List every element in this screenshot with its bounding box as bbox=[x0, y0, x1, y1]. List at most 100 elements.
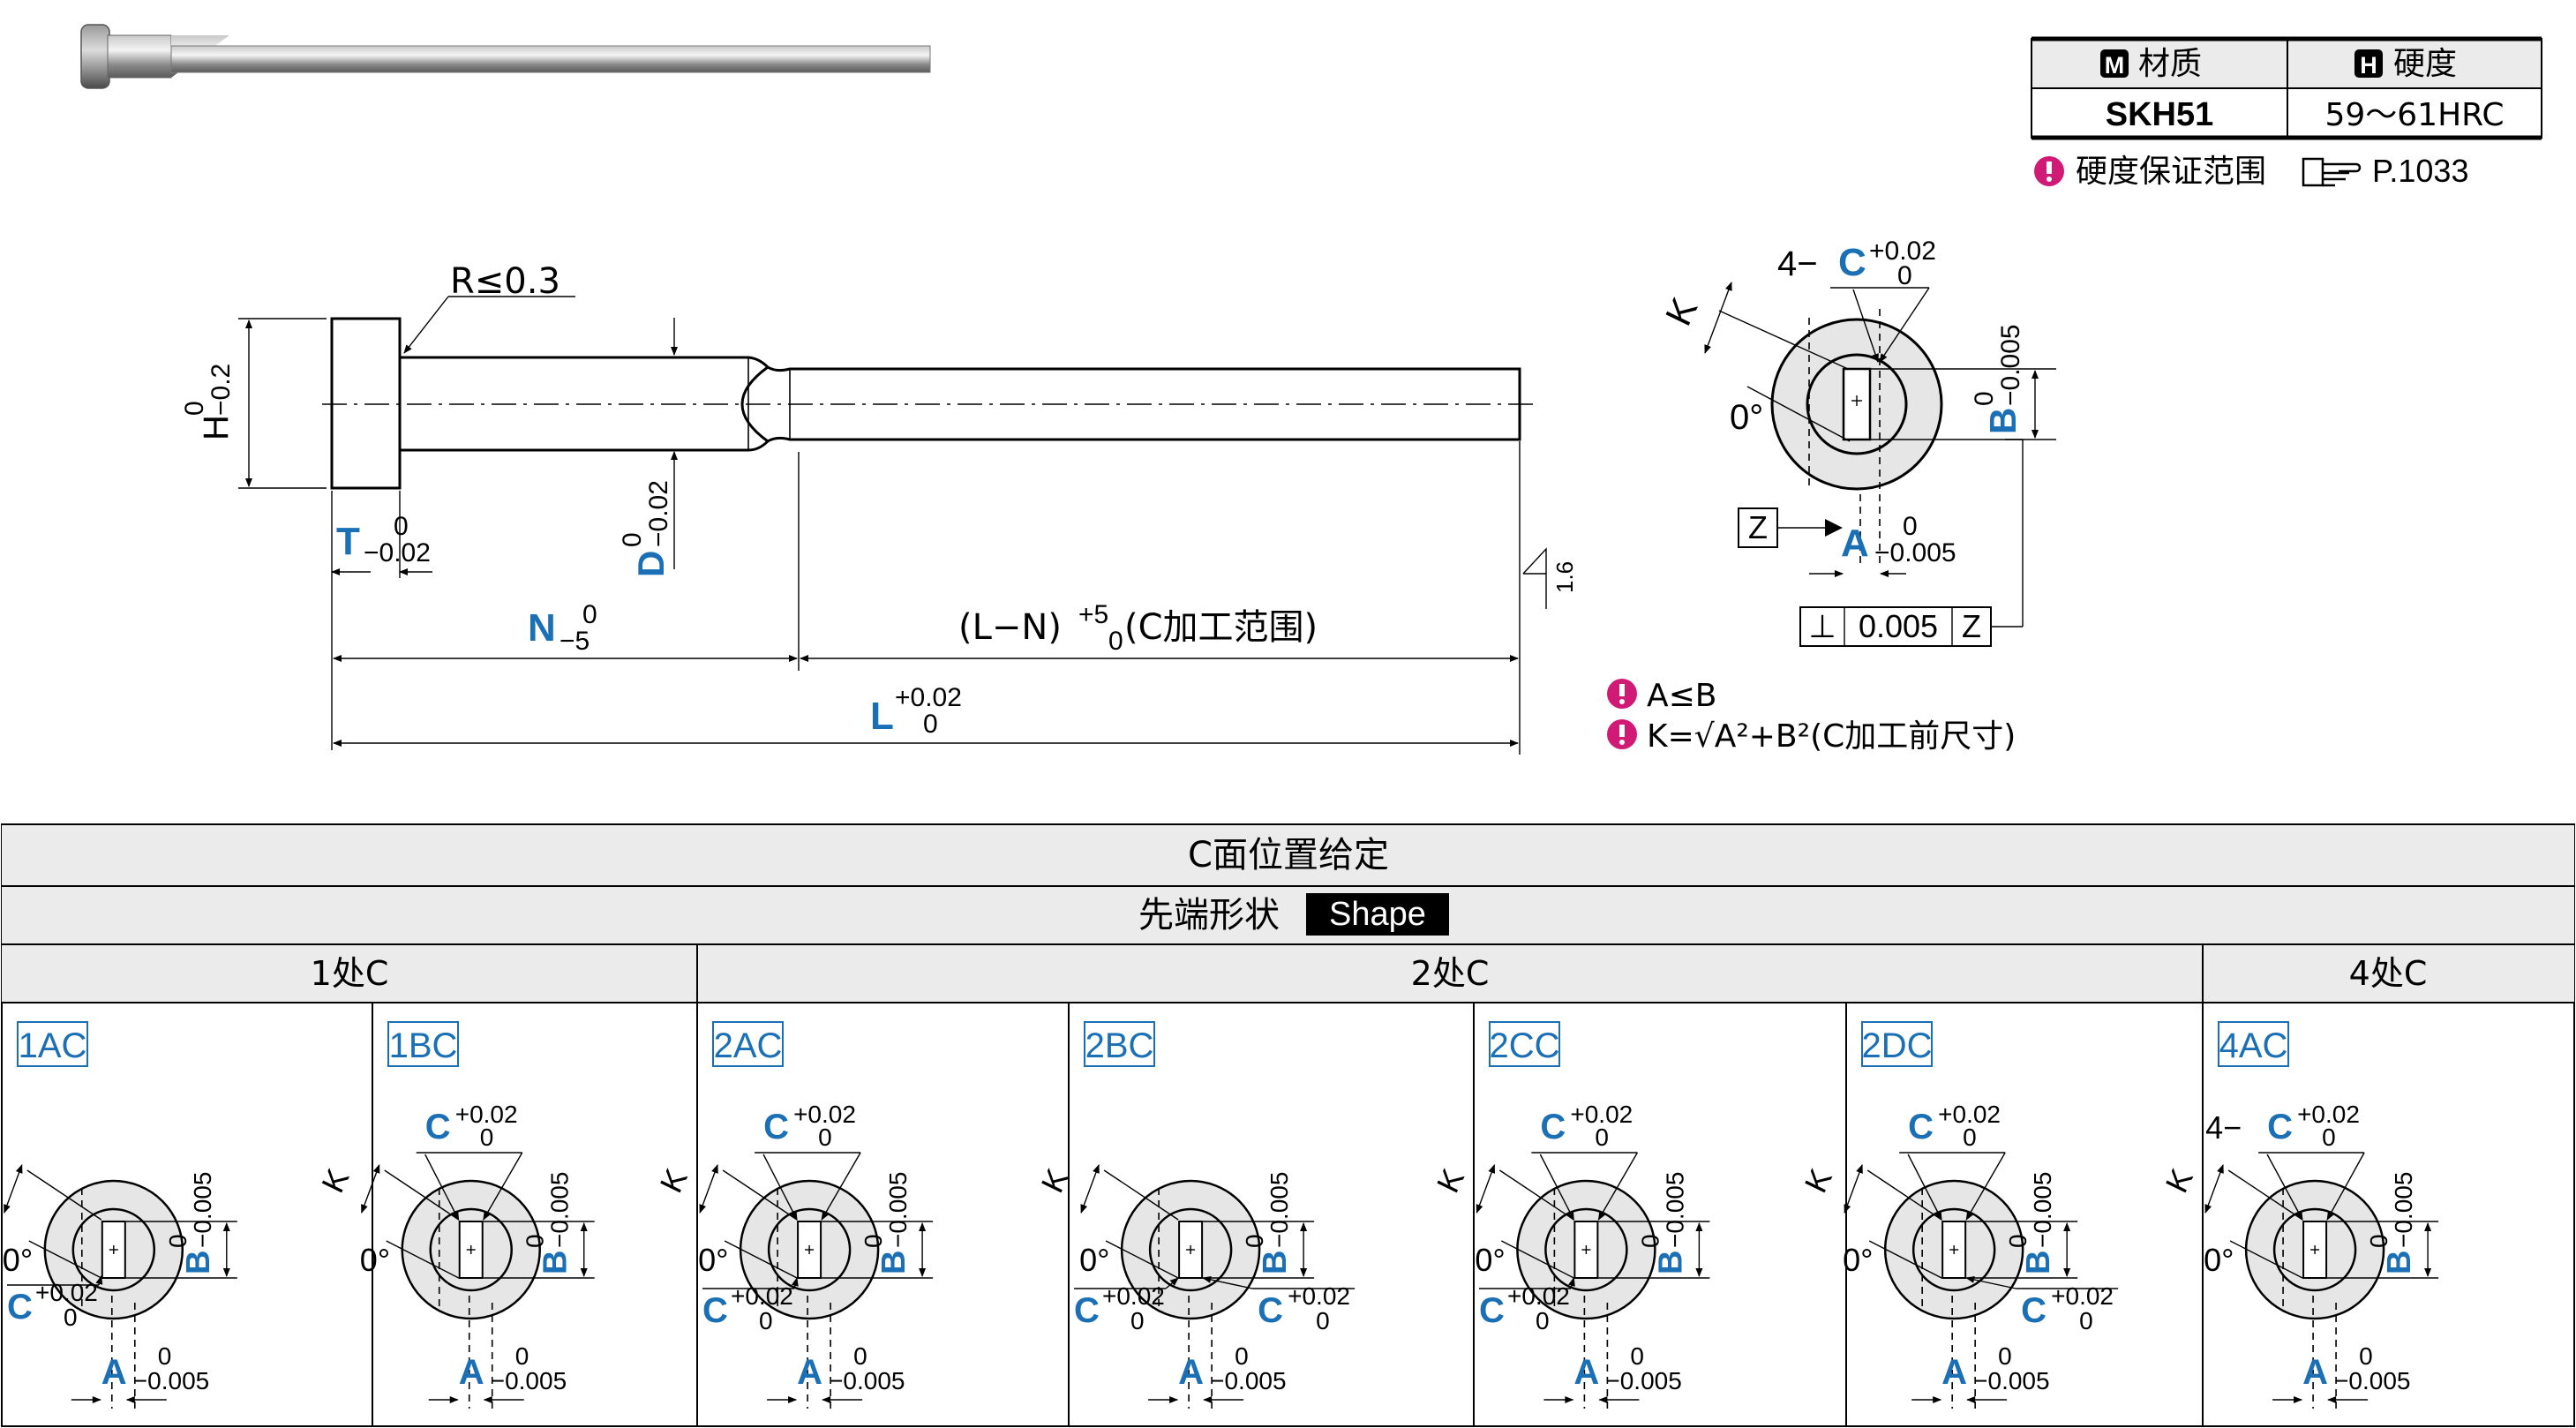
a-dimension: A 0−0.005 bbox=[1573, 1342, 1681, 1394]
svg-text:0.005: 0.005 bbox=[1859, 608, 1938, 644]
a-tolerance-upper: 0 bbox=[1235, 1342, 1249, 1370]
shape-code-box bbox=[1861, 1021, 1933, 1067]
b-tolerance-upper: 0 bbox=[1636, 1234, 1664, 1248]
pin-head bbox=[330, 317, 402, 490]
spec-table: M 材质 H 硬度 SKH51 59～61HRC bbox=[2031, 36, 2542, 140]
c-tolerance-upper: +0.02 bbox=[1102, 1282, 1165, 1310]
b-tolerance-lower: −0.005 bbox=[1661, 1172, 1688, 1248]
c-tolerance-upper: +0.02 bbox=[35, 1279, 98, 1306]
b-dimension: B0−0.005 bbox=[522, 1172, 575, 1274]
c-letter: C bbox=[1908, 1108, 1934, 1146]
svg-text:+0.02: +0.02 bbox=[895, 683, 962, 712]
b-dimension: B 0 −0.005 bbox=[1970, 324, 2025, 434]
b-tolerance-upper: 0 bbox=[2004, 1234, 2032, 1248]
b-letter: B bbox=[537, 1251, 575, 1274]
c-tolerance-lower: 0 bbox=[1316, 1307, 1330, 1334]
c-letter: C bbox=[1258, 1291, 1283, 1330]
shape-code-box bbox=[17, 1021, 88, 1067]
angle-label: 0° bbox=[1843, 1242, 1873, 1278]
l-minus-n-dimension: (L−N) +5 0 (C加工范围) bbox=[958, 600, 1318, 656]
section-view: K 0° 4− C +0.02 0 B 0 −0.005 A 0 −0.005 bbox=[1657, 237, 2056, 647]
svg-text:H: H bbox=[197, 415, 236, 440]
svg-text:4−: 4− bbox=[1777, 244, 1818, 283]
shape-tag bbox=[1306, 893, 1449, 936]
b-letter: B bbox=[1257, 1251, 1294, 1274]
roughness-symbol: 1.6 bbox=[1522, 547, 1578, 609]
c-letter: C bbox=[1074, 1291, 1100, 1330]
material-icon bbox=[2100, 49, 2129, 78]
angle-label: 0° bbox=[2204, 1242, 2234, 1278]
svg-text:C: C bbox=[1838, 241, 1866, 284]
c-callout-left: C+0.020 bbox=[7, 1279, 98, 1331]
c-letter: C bbox=[1540, 1108, 1566, 1146]
c-callout-right: C+0.020 bbox=[2021, 1282, 2114, 1334]
c-letter: C bbox=[2267, 1108, 2293, 1146]
a-tolerance-lower: −0.005 bbox=[1605, 1367, 1681, 1394]
shape-code: 4AC bbox=[2219, 1026, 2288, 1065]
angle-label: 0° bbox=[698, 1242, 728, 1278]
a-tolerance-lower: −0.005 bbox=[1973, 1367, 2049, 1394]
shape-code: 1AC bbox=[19, 1026, 87, 1065]
a-letter: A bbox=[1573, 1353, 1599, 1392]
b-tolerance-upper: 0 bbox=[2365, 1234, 2392, 1248]
c-tolerance-upper: +0.02 bbox=[731, 1282, 793, 1310]
c-tolerance-upper: +0.02 bbox=[793, 1101, 856, 1128]
c-callout-left: C+0.020 bbox=[1479, 1282, 1570, 1334]
c-prefix: 4− bbox=[2205, 1109, 2242, 1146]
b-tolerance-upper: 0 bbox=[522, 1234, 549, 1248]
product-photo bbox=[80, 24, 931, 89]
b-dimension: B0−0.005 bbox=[1241, 1172, 1294, 1274]
c-callout-top: C+0.020 bbox=[1540, 1101, 1633, 1151]
b-dimension: B0−0.005 bbox=[860, 1172, 912, 1274]
shape-code: 2DC bbox=[1861, 1026, 1932, 1065]
material-value: SKH51 bbox=[2106, 96, 2214, 133]
svg-text:−0.2: −0.2 bbox=[207, 364, 236, 416]
svg-text:−0.005: −0.005 bbox=[1874, 538, 1956, 567]
a-tolerance-upper: 0 bbox=[1630, 1342, 1644, 1370]
b-tolerance-lower: −0.005 bbox=[2390, 1172, 2417, 1248]
svg-text:0: 0 bbox=[1903, 512, 1918, 541]
angle-label: 0° bbox=[3, 1242, 33, 1278]
svg-text:Z: Z bbox=[1962, 608, 1981, 644]
c-tolerance-lower: 0 bbox=[64, 1304, 78, 1331]
c-callout-top: C+0.020 bbox=[1908, 1101, 2001, 1151]
svg-text:0: 0 bbox=[923, 710, 938, 739]
b-tolerance-lower: −0.005 bbox=[884, 1172, 912, 1248]
radius-label: R≤0.3 bbox=[450, 261, 560, 302]
c-tolerance-lower: 0 bbox=[818, 1124, 832, 1151]
k-label: K bbox=[1657, 291, 1706, 332]
c-callout-right: C+0.020 bbox=[1258, 1282, 1350, 1334]
note-1: A≤B bbox=[1647, 678, 1717, 714]
c-callout-left: C+0.020 bbox=[702, 1282, 793, 1334]
angle-label: 0° bbox=[1730, 398, 1763, 437]
t-dimension: T 0 −0.02 bbox=[336, 512, 431, 567]
svg-text:(C加工范围): (C加工范围) bbox=[1124, 607, 1318, 648]
svg-text:L: L bbox=[870, 695, 894, 738]
svg-text:B: B bbox=[1982, 408, 2024, 434]
c-letter: C bbox=[425, 1108, 451, 1146]
c-callout-top: 4−C+0.020 bbox=[2205, 1101, 2360, 1151]
svg-text:−0.02: −0.02 bbox=[644, 480, 673, 547]
a-letter: A bbox=[797, 1353, 822, 1392]
c-letter: C bbox=[7, 1288, 33, 1327]
svg-text:A: A bbox=[1841, 522, 1869, 565]
a-letter: A bbox=[1941, 1353, 1967, 1392]
b-letter: B bbox=[180, 1251, 217, 1274]
l-dimension: L +0.02 0 bbox=[870, 683, 962, 739]
svg-text:Shape: Shape bbox=[1329, 896, 1426, 933]
svg-text:M: M bbox=[2105, 52, 2125, 79]
svg-text:T: T bbox=[336, 520, 360, 563]
c-letter: C bbox=[1479, 1291, 1505, 1330]
svg-text:0: 0 bbox=[582, 600, 597, 629]
hardness-header: 硬度 bbox=[2393, 46, 2457, 82]
n-dimension: N 0 −5 bbox=[528, 600, 597, 656]
c-tolerance-lower: 0 bbox=[2322, 1124, 2336, 1151]
